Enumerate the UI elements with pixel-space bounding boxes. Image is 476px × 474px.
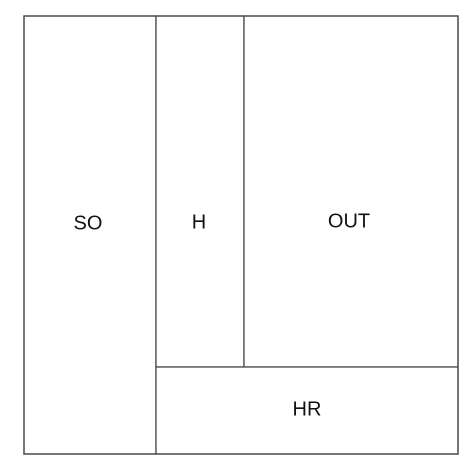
region-label-so: SO (74, 212, 103, 234)
region-label-h: H (192, 211, 206, 233)
outer-boundary (23, 15, 459, 455)
region-hr (155, 366, 459, 455)
region-label-out: OUT (328, 210, 370, 232)
region-out (243, 15, 459, 368)
region-label-hr: HR (293, 398, 322, 420)
region-so (23, 15, 157, 455)
region-h (155, 15, 245, 368)
